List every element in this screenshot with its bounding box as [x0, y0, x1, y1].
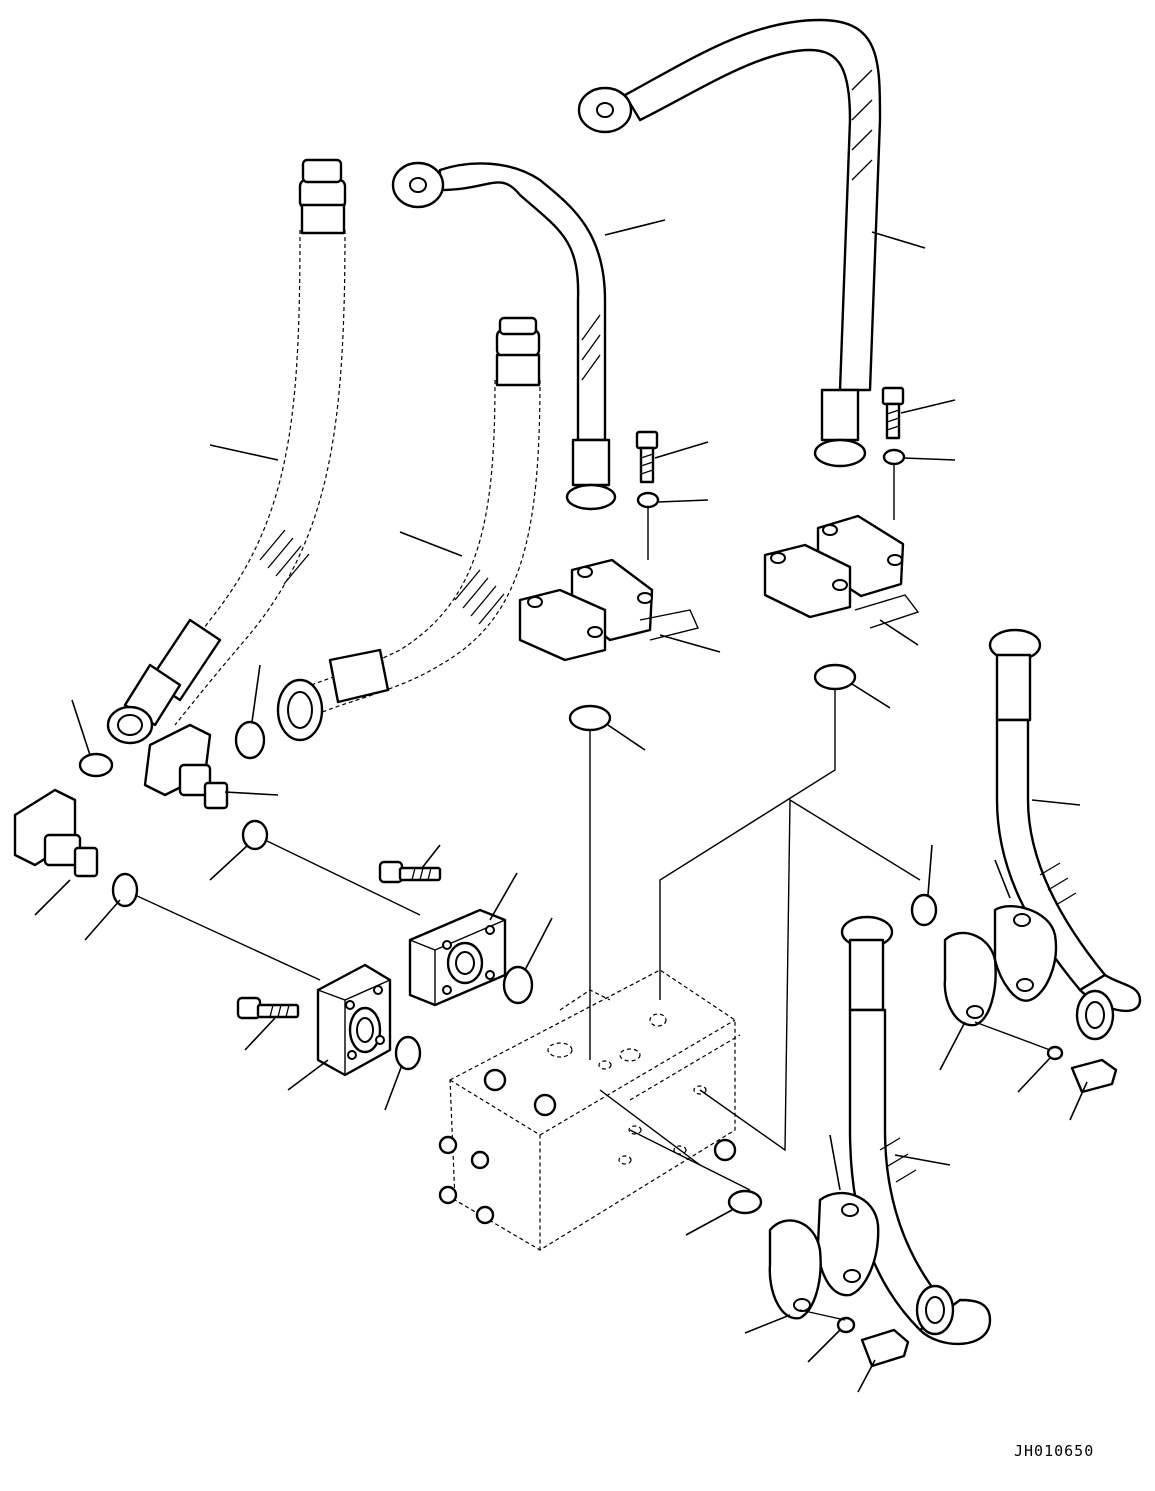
drawing-code: JH010650	[1014, 1442, 1095, 1460]
split-flange-upper-left	[518, 558, 721, 662]
split-flange-lower-right-a	[939, 859, 1118, 1121]
split-flange-upper-right	[763, 514, 920, 646]
o-ring-group-center	[568, 663, 891, 1060]
hose-left-outer	[106, 158, 347, 745]
hose-lower-right-1	[988, 628, 1142, 1041]
hose-middle-outer	[276, 316, 541, 742]
elbow-fitting-lower	[13, 788, 99, 916]
bolt-left-upper	[378, 844, 442, 884]
o-ring-group-flanges	[384, 917, 763, 1236]
hose-leaders	[209, 444, 938, 927]
flange-plate-upper	[408, 872, 518, 1007]
valve-block	[438, 798, 921, 1251]
flange-plate-lower	[287, 963, 392, 1091]
bolt-left-lower	[236, 996, 300, 1051]
bolt-washer-group-upper-left	[635, 430, 709, 560]
bolt-washer-group-upper-right	[881, 386, 956, 520]
hose-top-middle	[391, 161, 666, 511]
elbow-fitting-upper	[143, 723, 279, 810]
split-flange-lower-right-b	[744, 1134, 910, 1393]
hose-top-right	[577, 18, 926, 468]
o-ring-group-left	[71, 664, 421, 981]
